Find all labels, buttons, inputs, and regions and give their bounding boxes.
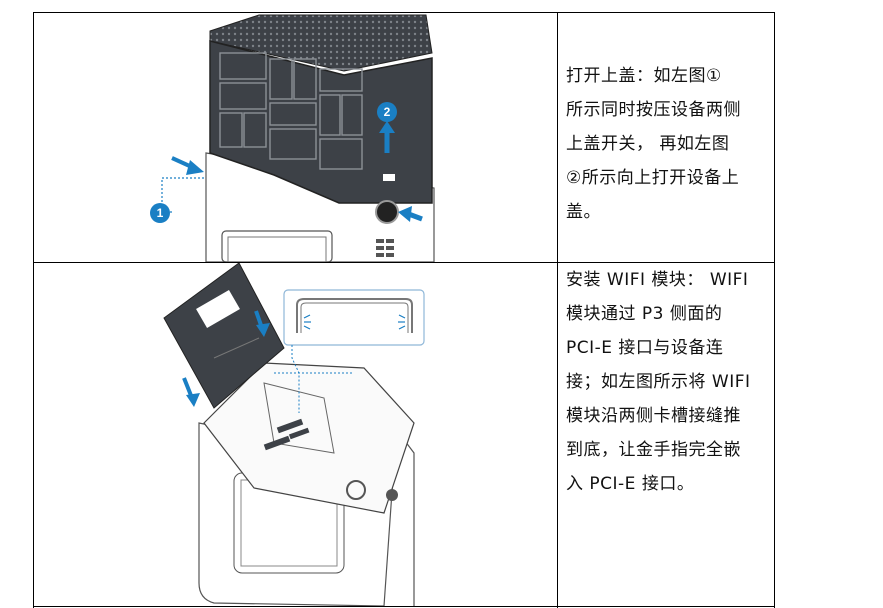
table-bottom-border bbox=[33, 606, 775, 607]
row2-line-1: 安装 WIFI 模块： WIFI bbox=[566, 270, 749, 290]
callout-2-badge: 2 bbox=[377, 102, 397, 122]
row1-line-5: 盖。 bbox=[566, 202, 601, 222]
table-top-border bbox=[33, 12, 775, 13]
row2-line-3: PCI-E 接口与设备连 bbox=[566, 338, 724, 358]
row2-line-4: 接；如左图所示将 WIFI bbox=[566, 372, 751, 392]
table-right-border bbox=[774, 12, 775, 608]
wifi-module-illustration bbox=[34, 263, 557, 606]
row2-line-7: 入 PCI-E 接口。 bbox=[566, 474, 695, 494]
table-row-divider bbox=[33, 262, 775, 263]
row1-line-2: 所示同时按压设备两侧 bbox=[566, 100, 741, 120]
row1-instruction-text: 打开上盖：如左图① 所示同时按压设备两侧 上盖开关， 再如左图 ②所示向上打开设… bbox=[566, 59, 741, 229]
row1-line-3: 上盖开关， 再如左图 bbox=[566, 134, 730, 154]
open-lid-illustration: 1 2 bbox=[34, 13, 557, 262]
row1-line-1: 打开上盖：如左图① bbox=[566, 66, 722, 86]
row1-line-4: ②所示向上打开设备上 bbox=[566, 168, 740, 188]
callout-1-badge: 1 bbox=[150, 203, 170, 223]
row2-instruction-text: 安装 WIFI 模块： WIFI 模块通过 P3 侧面的 PCI-E 接口与设备… bbox=[566, 263, 751, 501]
row2-line-5: 模块沿两侧卡槽接缝推 bbox=[566, 406, 741, 426]
table-column-divider bbox=[557, 12, 558, 608]
row2-line-2: 模块通过 P3 侧面的 bbox=[566, 304, 723, 324]
table-left-border bbox=[33, 12, 34, 608]
row2-line-6: 到底，让金手指完全嵌 bbox=[566, 440, 741, 460]
